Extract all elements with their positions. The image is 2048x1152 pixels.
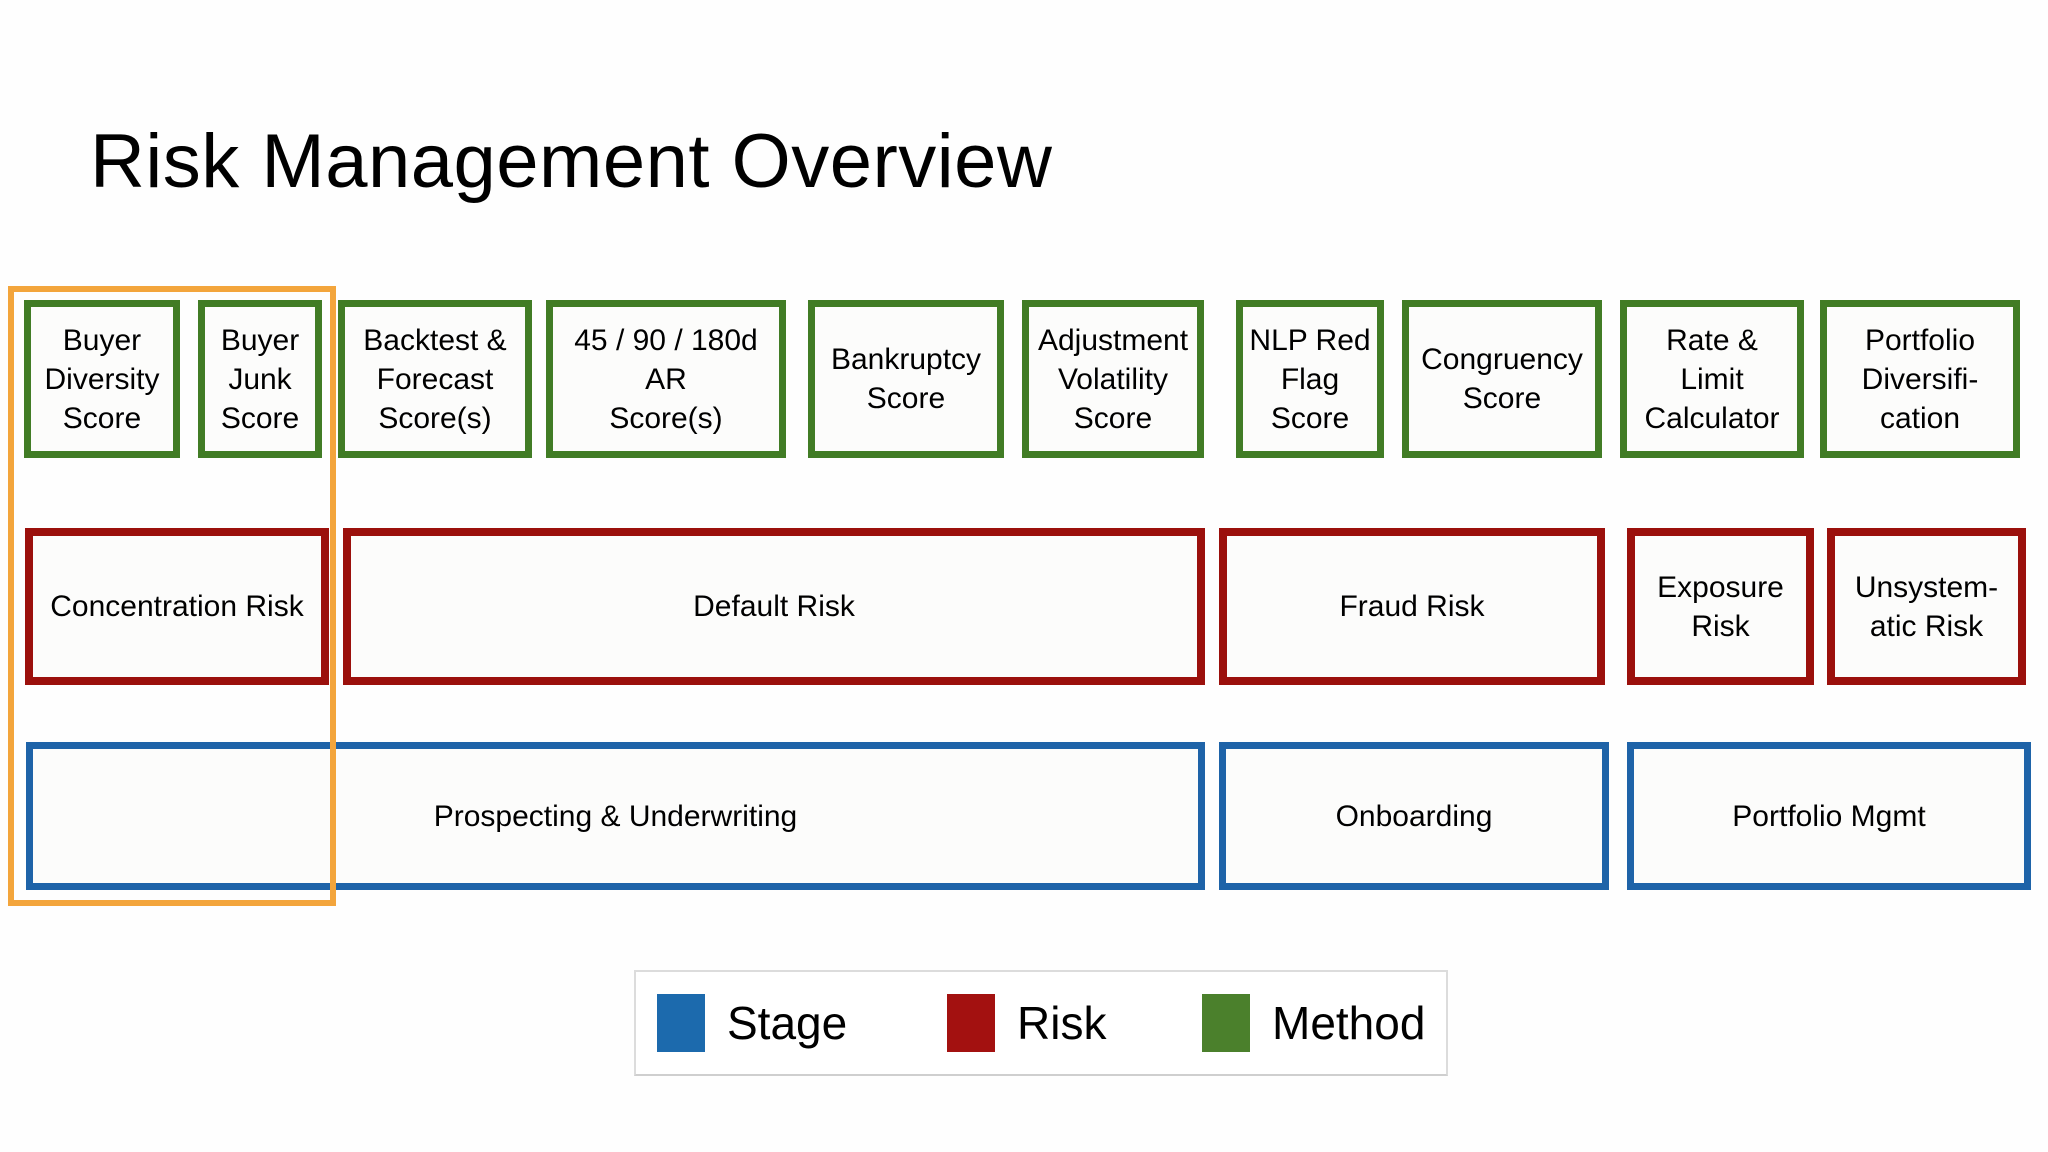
legend: Stage Risk Method: [634, 970, 1448, 1076]
legend-label-method: Method: [1272, 997, 1426, 1049]
method-box-45-90-180d-ar-score-s: 45 / 90 / 180d AR Score(s): [546, 300, 786, 458]
risk-box-concentration-risk: Concentration Risk: [25, 528, 329, 685]
method-box-buyer-diversity-score: Buyer Diversity Score: [24, 300, 180, 458]
risk-box-default-risk: Default Risk: [343, 528, 1205, 685]
legend-item-method: Method: [1202, 972, 1425, 1074]
risk-color-swatch: [947, 994, 995, 1052]
method-box-congruency-score: Congruency Score: [1402, 300, 1602, 458]
stage-box-prospecting-underwriting: Prospecting & Underwriting: [26, 742, 1205, 890]
stage-box-portfolio-mgmt: Portfolio Mgmt: [1627, 742, 2031, 890]
method-box-buyer-junk-score: Buyer Junk Score: [198, 300, 322, 458]
risk-box-exposure-risk: Exposure Risk: [1627, 528, 1814, 685]
legend-label-stage: Stage: [727, 997, 848, 1049]
risk-box-unsystem-atic-risk: Unsystem- atic Risk: [1827, 528, 2026, 685]
method-box-portfolio-diversifi-cation: Portfolio Diversifi- cation: [1820, 300, 2020, 458]
legend-item-stage: Stage: [657, 972, 847, 1074]
method-box-adjustment-volatility-score: Adjustment Volatility Score: [1022, 300, 1204, 458]
method-box-bankruptcy-score: Bankruptcy Score: [808, 300, 1004, 458]
stage-color-swatch: [657, 994, 705, 1052]
method-box-nlp-red-flag-score: NLP Red Flag Score: [1236, 300, 1384, 458]
legend-label-risk: Risk: [1017, 997, 1107, 1049]
risk-box-fraud-risk: Fraud Risk: [1219, 528, 1605, 685]
legend-item-risk: Risk: [947, 972, 1106, 1074]
highlight-rectangle: [8, 286, 336, 906]
method-box-backtest-forecast-score-s: Backtest & Forecast Score(s): [338, 300, 532, 458]
stage-box-onboarding: Onboarding: [1219, 742, 1609, 890]
slide-title: Risk Management Overview: [90, 119, 1053, 204]
method-box-rate-limit-calculator: Rate & Limit Calculator: [1620, 300, 1804, 458]
method-color-swatch: [1202, 994, 1250, 1052]
